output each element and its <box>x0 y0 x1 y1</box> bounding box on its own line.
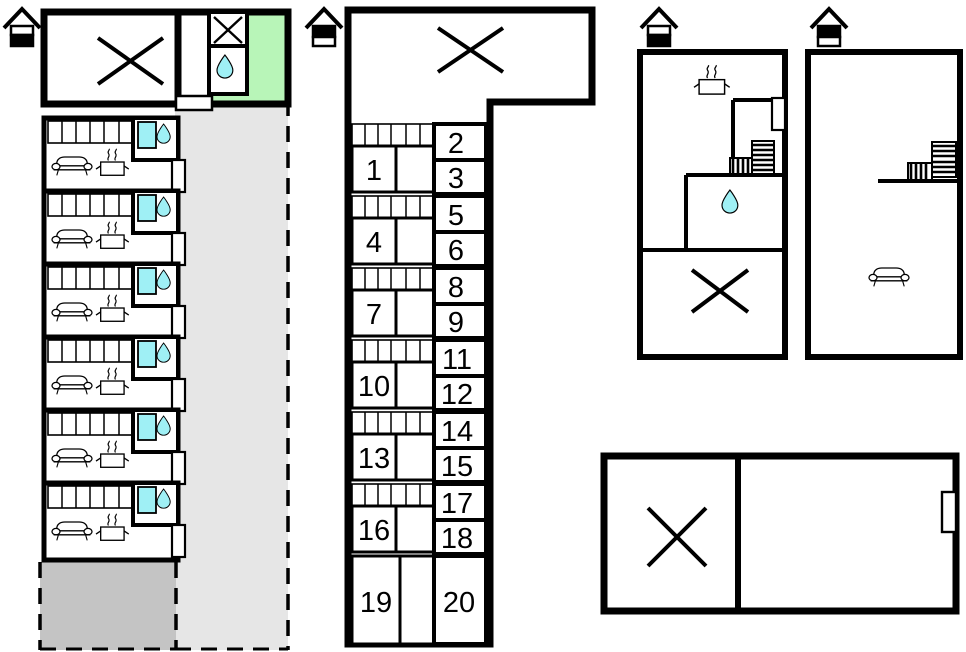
plan-4-outline <box>805 49 963 360</box>
gray-area-dark <box>40 562 176 650</box>
stairs-icon <box>907 141 957 182</box>
door-icon <box>174 94 214 112</box>
bathtub-icon <box>137 194 157 222</box>
unit-cell-mid <box>394 216 436 266</box>
unit-number: 4 <box>366 227 382 259</box>
gray-area-light <box>175 100 288 650</box>
kitchen-counter-icon <box>351 411 435 435</box>
unit-cell-mid <box>394 288 436 338</box>
kitchen-counter-icon <box>351 339 435 363</box>
unit-row: 19 20 <box>350 554 488 646</box>
crossed-room-icon <box>96 36 165 86</box>
unit-number: 3 <box>448 163 464 195</box>
unit-cell-mid <box>398 554 436 646</box>
kitchen-counter-icon <box>47 193 135 217</box>
house-icon-ground-floor <box>639 6 679 48</box>
apartment-unit <box>41 261 187 341</box>
door-icon <box>770 96 787 132</box>
plan-4-house-first-floor <box>805 6 963 360</box>
bathtub-icon <box>137 413 157 441</box>
unit-number: 10 <box>358 371 390 403</box>
plan-2-numbered-units-first-floor: 1 2 3 4 5 6 <box>304 6 596 648</box>
unit-number: 19 <box>360 587 392 619</box>
kitchen-counter-icon <box>47 120 135 144</box>
unit-number: 7 <box>366 299 382 331</box>
unit-cell-left <box>350 144 398 194</box>
apartment-unit <box>41 115 187 195</box>
unit-cell-right-top <box>432 410 488 450</box>
unit-cell-mid <box>394 360 436 410</box>
house-icon-ground-floor <box>2 6 42 48</box>
unit-number: 16 <box>358 515 390 547</box>
kitchen-counter-icon <box>47 412 135 436</box>
door-icon <box>940 490 958 534</box>
unit-cell-left <box>350 432 398 482</box>
kitchen-counter-icon <box>47 266 135 290</box>
unit-row: 4 5 6 <box>350 194 488 268</box>
unit-number: 15 <box>441 451 473 483</box>
unit-cell-right-bottom <box>432 554 488 646</box>
unit-cell-left <box>350 554 402 646</box>
kitchen-counter-icon <box>47 485 135 509</box>
apartment-unit <box>41 188 187 268</box>
plan-5-outline <box>600 452 960 615</box>
plan-3-outline <box>637 49 788 360</box>
unit-number: 14 <box>441 416 473 448</box>
plan-5-garage-plan <box>600 452 960 615</box>
door-icon <box>170 158 187 194</box>
kitchen-counter-icon <box>351 483 435 507</box>
apartment-unit <box>41 334 187 414</box>
unit-number: 2 <box>448 128 464 160</box>
bathtub-icon <box>137 267 157 295</box>
apartment-unit <box>41 407 187 487</box>
unit-row: 7 8 9 <box>350 266 488 340</box>
unit-number: 13 <box>358 443 390 475</box>
unit-row: 16 17 18 <box>350 482 488 556</box>
unit-cell-mid <box>394 144 436 194</box>
door-icon <box>170 377 187 413</box>
door-icon <box>170 231 187 267</box>
unit-number: 18 <box>441 523 473 555</box>
unit-number: 8 <box>448 272 464 304</box>
unit-cell-right-top <box>432 194 488 234</box>
crossed-room-icon <box>436 26 505 74</box>
apartment-unit <box>41 480 187 563</box>
unit-cell-left <box>350 360 398 410</box>
unit-cell-mid <box>394 432 436 482</box>
unit-number: 1 <box>366 155 382 187</box>
unit-row: 1 2 3 <box>350 122 488 196</box>
unit-number: 5 <box>448 200 464 232</box>
unit-number: 6 <box>448 235 464 267</box>
house-icon-first-floor <box>809 6 849 48</box>
unit-number: 9 <box>448 307 464 339</box>
house-icon-first-floor <box>304 6 344 48</box>
unit-number: 20 <box>443 587 475 619</box>
unit-number: 11 <box>442 344 472 376</box>
unit-number: 17 <box>441 488 473 520</box>
crossed-room-icon <box>690 268 750 314</box>
unit-row: 10 11 12 <box>350 338 488 412</box>
door-icon <box>170 304 187 340</box>
crossed-room-icon <box>646 506 708 568</box>
plan-1-apartment-block-ground-floor <box>2 6 292 651</box>
bathtub-icon <box>137 486 157 514</box>
unit-cell-right-top <box>432 338 488 378</box>
kitchen-counter-icon <box>351 267 435 291</box>
plan-3-house-ground-floor <box>637 6 788 360</box>
unit-cell-mid <box>394 504 436 554</box>
kitchen-counter-icon <box>351 123 435 147</box>
bathtub-icon <box>137 340 157 368</box>
unit-number: 12 <box>441 379 473 411</box>
bathtub-icon <box>137 121 157 149</box>
kitchen-counter-icon <box>47 339 135 363</box>
unit-cell-right-top <box>432 122 488 162</box>
unit-row: 13 14 15 <box>350 410 488 484</box>
door-icon <box>170 523 187 559</box>
door-icon <box>170 450 187 486</box>
kitchen-counter-icon <box>351 195 435 219</box>
